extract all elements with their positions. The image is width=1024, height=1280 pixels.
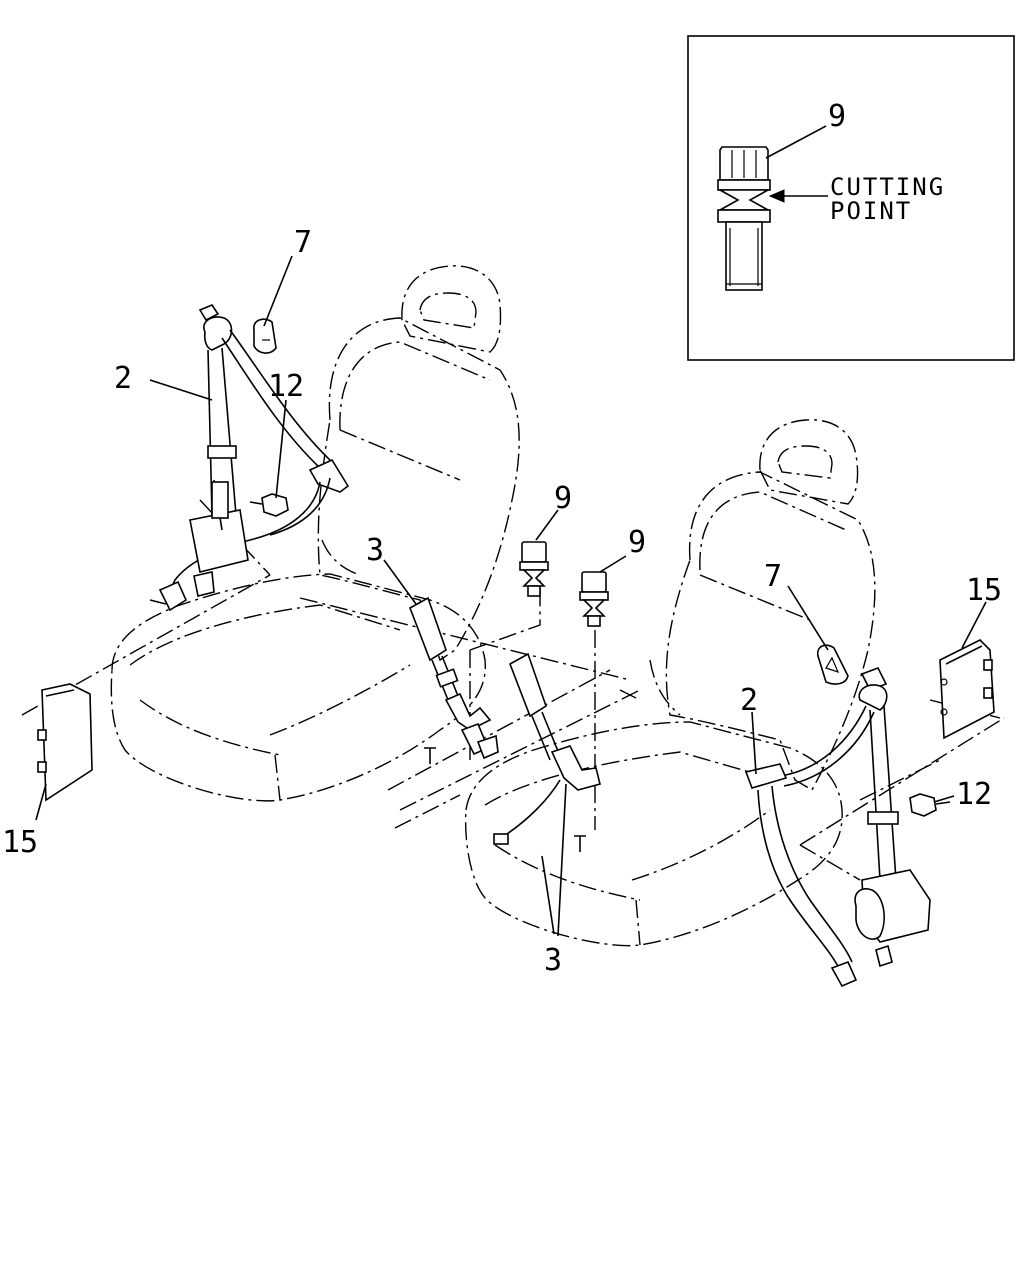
right-retractor-belt xyxy=(744,666,931,988)
callout-left-buckle: 3 xyxy=(366,533,384,568)
left-headrest xyxy=(401,265,502,353)
leader-lines xyxy=(35,255,987,937)
callout-left-retractor-belt: 2 xyxy=(114,361,132,396)
right-buckle xyxy=(493,652,601,845)
right-seat-cushion xyxy=(464,721,843,947)
callout-left-trim-panel: 15 xyxy=(2,825,38,860)
left-anchor-cover xyxy=(253,318,277,354)
left-bolt xyxy=(249,493,289,517)
right-trim-panel xyxy=(939,639,995,740)
callout-right-anchor-cover: 7 xyxy=(764,559,782,594)
inset-frame xyxy=(687,35,1015,361)
left-trim-panel xyxy=(37,683,93,802)
cutting-point-label-line2: POINT xyxy=(830,197,912,225)
callout-right-trim-panel: 15 xyxy=(966,573,1002,608)
inset-part-number: 9 xyxy=(828,99,846,134)
left-retractor-belt xyxy=(149,304,350,612)
callout-right-retractor-belt: 2 xyxy=(740,683,758,718)
right-bolt xyxy=(909,793,951,817)
cutting-point-arrowhead xyxy=(768,189,785,203)
right-headrest xyxy=(759,419,859,505)
right-seat-back xyxy=(665,471,876,791)
callout-right-buckle: 3 xyxy=(544,943,562,978)
cutting-point-label-line1: CUTTING xyxy=(830,173,945,201)
center-bolt-b xyxy=(579,571,609,627)
callout-left-bolt: 12 xyxy=(268,369,304,404)
floor-anchor-pins xyxy=(424,747,586,852)
callout-center-bolt-a: 9 xyxy=(554,481,572,516)
center-bolt-a xyxy=(519,541,549,597)
left-buckle xyxy=(409,596,499,760)
left-seat-back xyxy=(317,317,520,662)
cutting-point-inset: 9 CUTTING POINT xyxy=(687,35,1015,361)
callout-center-bolt-b: 9 xyxy=(628,525,646,560)
inset-bolt-drawing xyxy=(716,146,772,291)
right-anchor-cover xyxy=(816,644,849,685)
callout-left-anchor-cover: 7 xyxy=(294,225,312,260)
callout-right-bolt: 12 xyxy=(956,777,992,812)
callout-labels: 7 2 12 3 15 9 9 7 15 2 12 3 xyxy=(2,225,1002,978)
inset-leader-9 xyxy=(765,125,827,159)
